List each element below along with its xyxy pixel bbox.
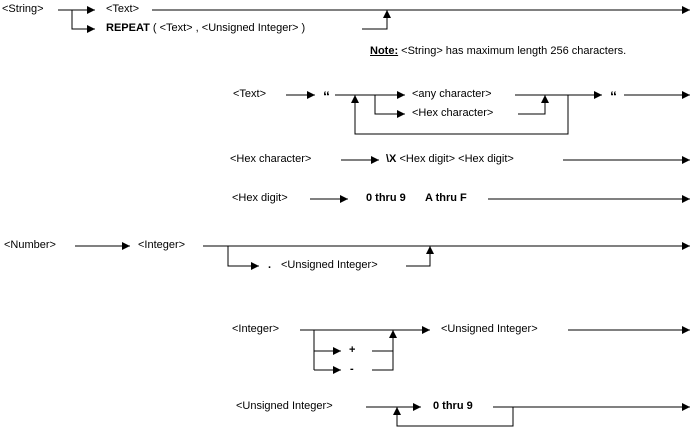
text-lhs: <Text> [233, 88, 267, 100]
string-repeat-return [362, 10, 391, 30]
text-hex-character: <Hex character> [412, 107, 494, 119]
string-branch-down [71, 10, 95, 33]
hexchar-escape: \X [386, 153, 397, 165]
repeat-args: ( <Text> , <Unsigned Integer> ) [149, 22, 306, 34]
number-fraction-return [406, 246, 434, 267]
string-lhs: <String> [2, 3, 44, 15]
note: Note: <String> has maximum length 256 ch… [370, 45, 626, 58]
hexdigit-range-numeric: 0 thru 9 [366, 192, 406, 204]
text-hex-return [518, 95, 549, 115]
note-label: Note: [370, 45, 399, 57]
text-close-quote: “ [610, 88, 617, 104]
integer-minus-return [372, 351, 394, 371]
unsigned-loop-back [393, 407, 514, 427]
hexdigit-lhs: <Hex digit> [232, 192, 288, 204]
integer-minus-sign: - [350, 363, 354, 375]
hexchar-digits: <Hex digit> <Hex digit> [396, 153, 514, 165]
number-fraction: <Unsigned Integer> [281, 259, 378, 271]
hexchar-body: \X <Hex digit> <Hex digit> [386, 153, 514, 166]
text-any-character: <any character> [412, 88, 492, 100]
integer-plus-return [372, 330, 397, 352]
number-decimal-point: . [268, 259, 272, 271]
integer-plus-sign: + [349, 344, 356, 356]
hexdigit-range-alpha: A thru F [425, 192, 467, 204]
repeat-keyword: REPEAT [106, 22, 150, 34]
integer-lhs: <Integer> [232, 323, 280, 335]
hexchar-lhs: <Hex character> [230, 153, 312, 165]
string-text-option: <Text> [106, 3, 140, 15]
unsigned-lhs: <Unsigned Integer> [236, 400, 333, 412]
text-open-quote: “ [323, 88, 330, 104]
number-fraction-branch [227, 246, 259, 270]
number-lhs: <Number> [4, 239, 56, 251]
integer-unsigned: <Unsigned Integer> [441, 323, 538, 335]
string-repeat-option: REPEAT ( <Text> , <Unsigned Integer> ) [106, 22, 305, 35]
text-loop-back [351, 95, 569, 135]
unsigned-range: 0 thru 9 [433, 400, 473, 412]
note-text: <String> has maximum length 256 characte… [398, 45, 627, 57]
number-integer: <Integer> [138, 239, 186, 251]
text-hex-branch [374, 95, 405, 118]
